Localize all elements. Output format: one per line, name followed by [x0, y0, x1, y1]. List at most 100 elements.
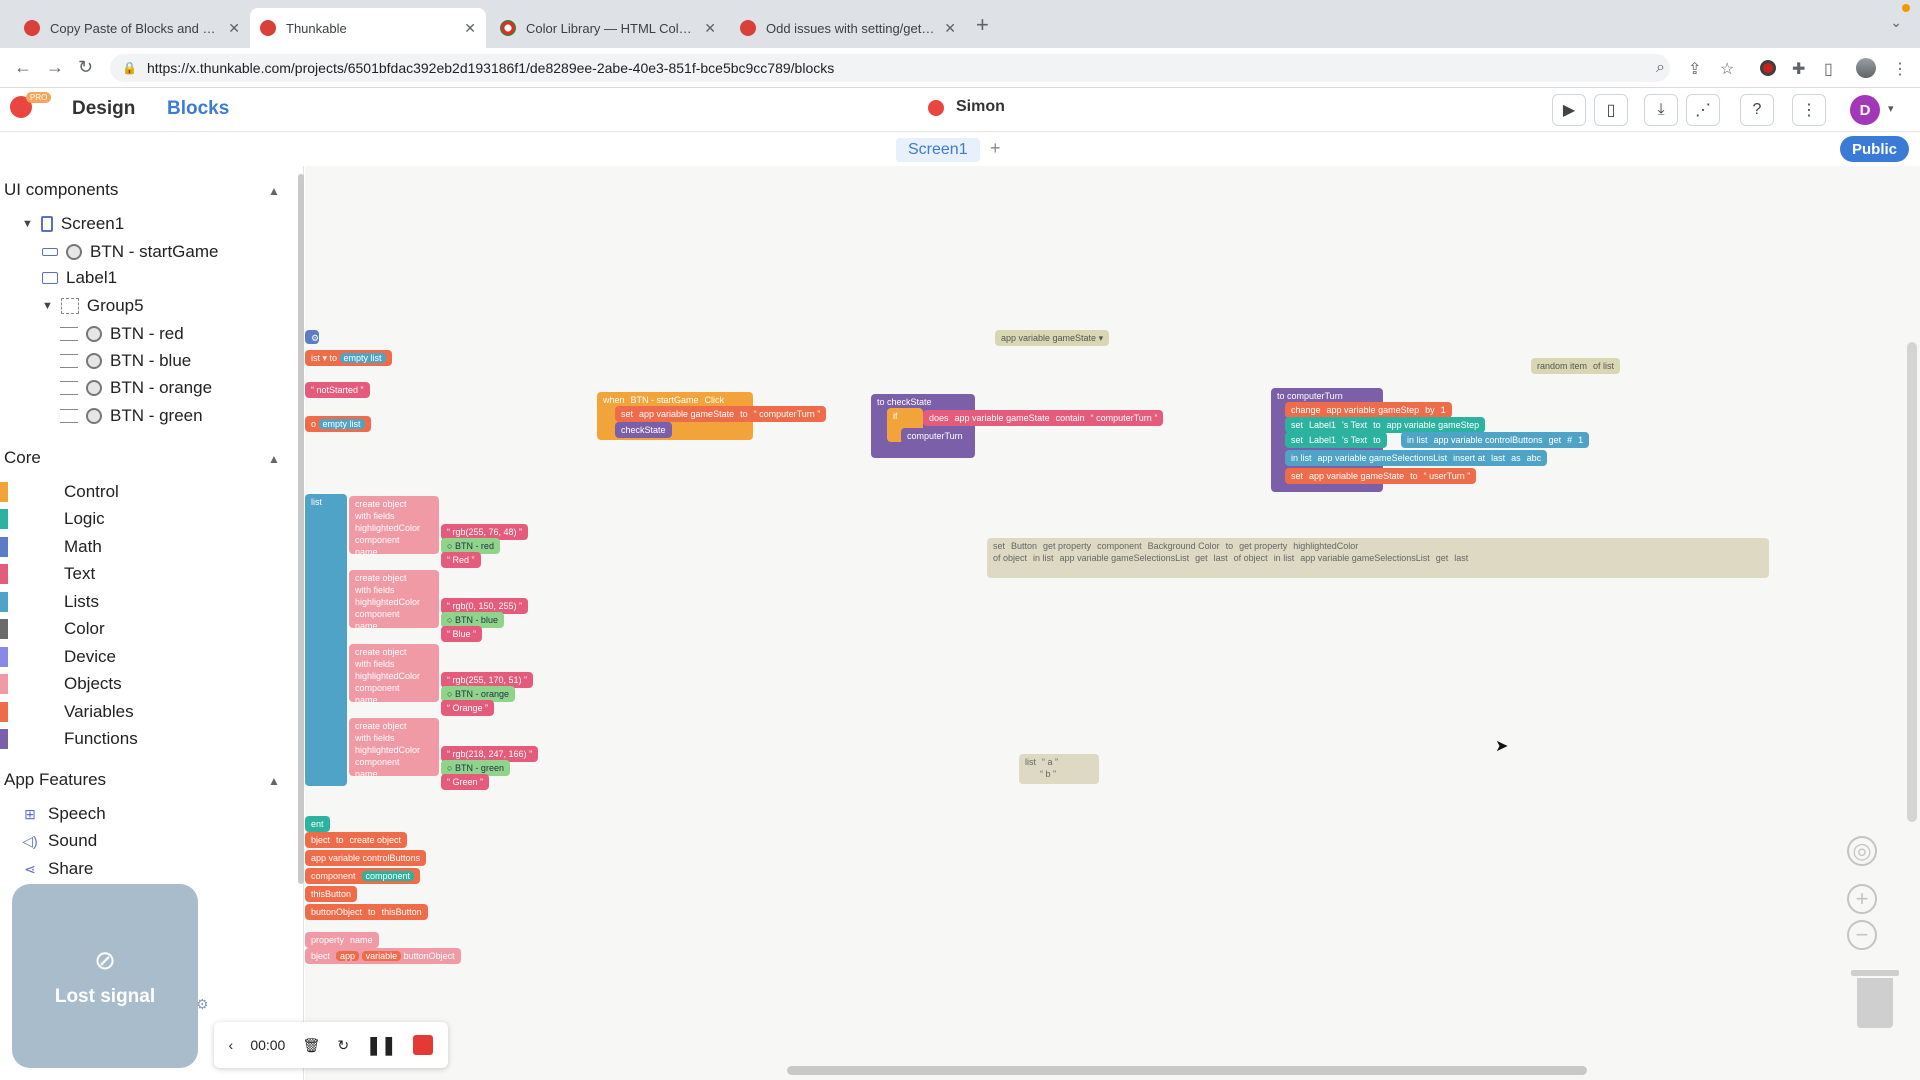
stop-record-icon[interactable]	[413, 1035, 434, 1055]
category-text[interactable]: Text	[0, 564, 95, 584]
block-call-checkstate[interactable]: checkState	[615, 422, 672, 438]
extension-record-icon[interactable]	[1760, 60, 1776, 76]
recenter-target-icon[interactable]: ◎	[1847, 836, 1877, 866]
block-name-red[interactable]: “ Red ”	[441, 552, 481, 568]
side-panel-icon[interactable]: ▯	[1824, 61, 1833, 78]
workspace-vertical-scrollbar[interactable]	[1907, 342, 1917, 822]
block-list-a-b[interactable]: list“ a ” “ b ”	[1019, 754, 1099, 784]
live-test-button[interactable]: ▯	[1594, 94, 1628, 126]
browser-tab-4[interactable]: Odd issues with setting/gettinc ✕	[730, 8, 966, 48]
tab-design[interactable]: Design	[72, 98, 136, 119]
share-project-button[interactable]: ⋰	[1686, 94, 1720, 126]
sidebar-scrollbar[interactable]	[298, 174, 304, 884]
block-component-red[interactable]: ○ BTN - red	[441, 538, 500, 554]
thunkable-logo-icon[interactable]	[10, 96, 32, 118]
trash-icon[interactable]: 🗑	[302, 1036, 321, 1053]
chevron-down-icon[interactable]: ⌄	[1890, 14, 1902, 30]
block-name-orange[interactable]: “ Orange ”	[441, 700, 495, 716]
feature-sound[interactable]: ◁) Sound	[20, 831, 97, 851]
ui-components-header[interactable]: UI components	[4, 180, 119, 199]
caret-down-icon[interactable]: ▼	[22, 218, 33, 230]
feature-speech[interactable]: ⊞ Speech	[20, 804, 106, 824]
block-name-green[interactable]: “ Green ”	[441, 774, 490, 790]
category-objects[interactable]: Objects	[0, 674, 122, 694]
gear-icon[interactable]: ⚙	[196, 996, 209, 1012]
close-tab-icon[interactable]: ✕	[228, 19, 240, 36]
block-def-checkstate[interactable]: to checkState	[871, 394, 975, 458]
chevron-left-icon[interactable]: ‹	[228, 1037, 234, 1053]
back-arrow-icon[interactable]: ←	[14, 57, 32, 77]
category-variables[interactable]: Variables	[0, 702, 134, 722]
category-functions[interactable]: Functions	[0, 729, 138, 749]
restart-icon[interactable]: ↻	[337, 1036, 350, 1053]
tree-item-label1[interactable]: Label1	[42, 268, 117, 288]
block-ent-fragment[interactable]: ent	[305, 816, 330, 832]
block-get-gamestate[interactable]: app variable gameState ▾	[995, 330, 1110, 346]
bookmark-star-icon[interactable]: ☆	[1720, 61, 1735, 78]
block-list[interactable]: list	[305, 494, 347, 786]
close-tab-icon[interactable]: ✕	[464, 19, 476, 36]
browser-profile-avatar[interactable]	[1856, 58, 1876, 78]
block-not-started[interactable]: “ notStarted ”	[305, 382, 370, 398]
block-gear-fragment[interactable]: ⚙	[305, 330, 319, 344]
app-features-header[interactable]: App Features	[4, 770, 107, 789]
browser-tab-2[interactable]: Thunkable ✕	[250, 8, 486, 48]
user-avatar[interactable]: D	[1850, 95, 1880, 125]
block-color-green[interactable]: “ rgb(218, 247, 166) ”	[441, 746, 539, 762]
chevron-down-icon[interactable]: ▾	[1888, 103, 1894, 115]
block-set-list-fragment[interactable]: ist ▾ to empty list	[305, 350, 392, 366]
close-tab-icon[interactable]: ✕	[944, 19, 956, 36]
forward-arrow-icon[interactable]: →	[46, 57, 64, 77]
tree-item-group5[interactable]: ▼ Group5	[42, 296, 144, 316]
core-header[interactable]: Core	[4, 448, 41, 467]
block-component-green[interactable]: ○ BTN - green	[441, 760, 510, 776]
category-logic[interactable]: Logic	[0, 509, 105, 529]
share-page-icon[interactable]: ⇪	[1688, 61, 1702, 78]
close-tab-icon[interactable]: ✕	[704, 19, 716, 36]
trash-can-icon[interactable]	[1857, 978, 1893, 1028]
browser-tab-1[interactable]: Copy Paste of Blocks and UI el ✕	[14, 8, 250, 48]
tree-item-btn-green[interactable]: BTN - green	[60, 406, 203, 426]
block-color-orange[interactable]: “ rgb(255, 170, 51) ”	[441, 672, 534, 688]
workspace-horizontal-scrollbar[interactable]	[787, 1066, 1587, 1075]
block-control-buttons-fragment[interactable]: app variable controlButtons	[305, 850, 427, 866]
block-component-orange[interactable]: ○ BTN - orange	[441, 686, 515, 702]
extensions-puzzle-icon[interactable]: ✚	[1792, 61, 1806, 78]
preview-web-button[interactable]: ▶	[1552, 94, 1586, 126]
screen-tab-screen1[interactable]: Screen1	[896, 138, 980, 162]
category-control[interactable]: Control	[0, 482, 119, 502]
help-button[interactable]: ?	[1740, 94, 1774, 126]
chevron-up-icon[interactable]: ▲	[268, 774, 280, 788]
project-name[interactable]: Simon	[956, 98, 1005, 115]
new-tab-icon[interactable]: +	[976, 12, 989, 37]
zoom-icon[interactable]: ⌕	[1656, 59, 1665, 76]
browser-tab-3[interactable]: Color Library — HTML Color C ✕	[490, 8, 726, 48]
block-color-red[interactable]: “ rgb(255, 76, 48) ”	[441, 524, 529, 540]
caret-down-icon[interactable]: ▼	[42, 300, 53, 312]
public-button[interactable]: Public	[1840, 136, 1910, 162]
zoom-out-icon[interactable]: −	[1847, 920, 1877, 950]
pause-icon[interactable]: ❚❚	[366, 1034, 397, 1055]
block-component-blue[interactable]: ○ BTN - blue	[441, 612, 504, 628]
chevron-up-icon[interactable]: ▲	[268, 452, 280, 466]
zoom-in-icon[interactable]: +	[1847, 884, 1877, 914]
add-screen-button[interactable]: +	[990, 138, 1001, 158]
category-device[interactable]: Device	[0, 647, 116, 667]
